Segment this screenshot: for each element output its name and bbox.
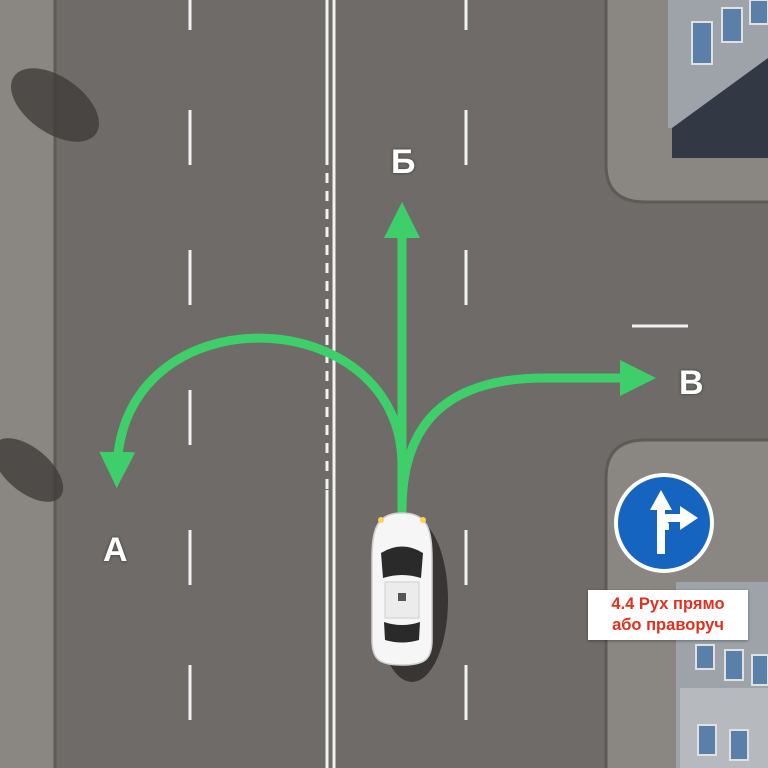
route-label-a: А — [103, 531, 128, 569]
route-a-arrow — [99, 333, 407, 515]
route-arrows — [99, 202, 656, 515]
road-sign-caption: 4.4 Рух прямо або праворуч — [588, 590, 748, 640]
building-top-right — [604, 0, 768, 204]
straight-or-right-arrow-icon — [650, 490, 698, 554]
route-label-v: В — [679, 364, 704, 402]
center-line — [325, 0, 336, 768]
tree-shadow-bottom — [0, 438, 64, 502]
route-v-arrow — [397, 360, 656, 515]
road-sign-caption-line1: 4.4 Рух прямо — [611, 595, 725, 613]
car — [371, 512, 448, 682]
road-sign-4-4 — [614, 473, 714, 573]
tree-shadow-top — [11, 68, 99, 142]
route-label-b: Б — [391, 143, 416, 181]
road-sign-caption-line2: або праворуч — [612, 616, 724, 634]
left-sidewalk — [0, 0, 99, 768]
